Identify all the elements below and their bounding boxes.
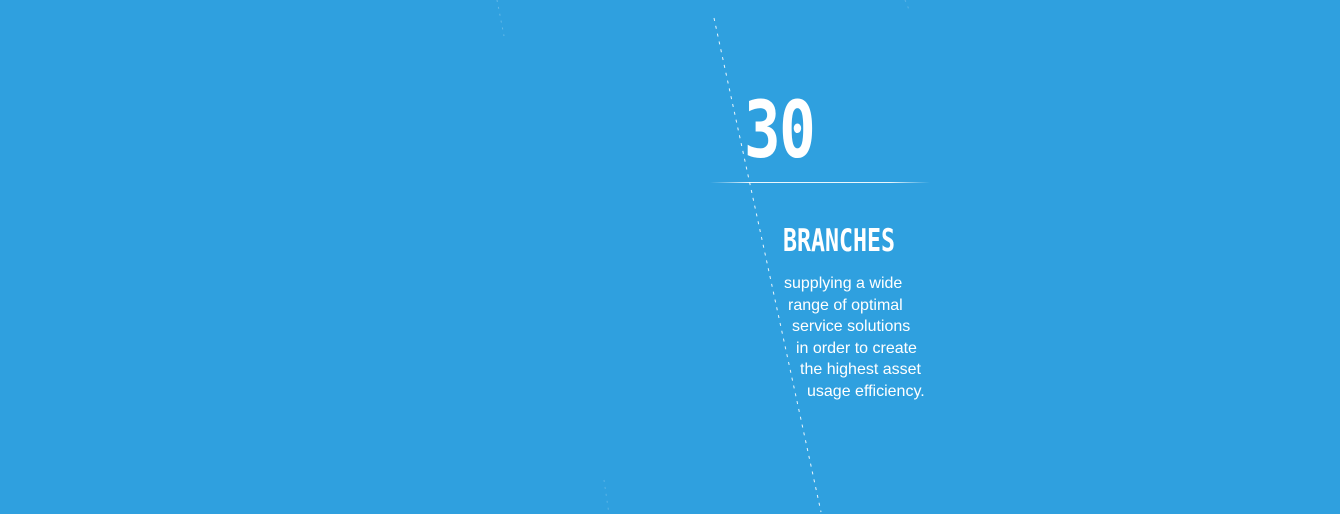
branch-label: BRANCHES	[783, 223, 895, 259]
description-line: usage efficiency.	[807, 382, 925, 400]
dashed-diagonal-bottom-faint	[603, 479, 610, 514]
description-line: in order to create	[796, 339, 917, 357]
description-line: service solutions	[792, 318, 911, 335]
dashed-diagonal-top-right-faint	[904, 0, 911, 13]
description-line: range of optimal	[788, 296, 903, 314]
description-line: the highest asset	[800, 361, 921, 378]
branch-count: 30	[744, 86, 816, 176]
branch-description: supplying a wide range of optimal servic…	[784, 273, 925, 402]
description-line: supplying a wide	[784, 275, 903, 292]
divider	[710, 182, 930, 183]
dashed-diagonal-top-faint	[496, 0, 505, 37]
